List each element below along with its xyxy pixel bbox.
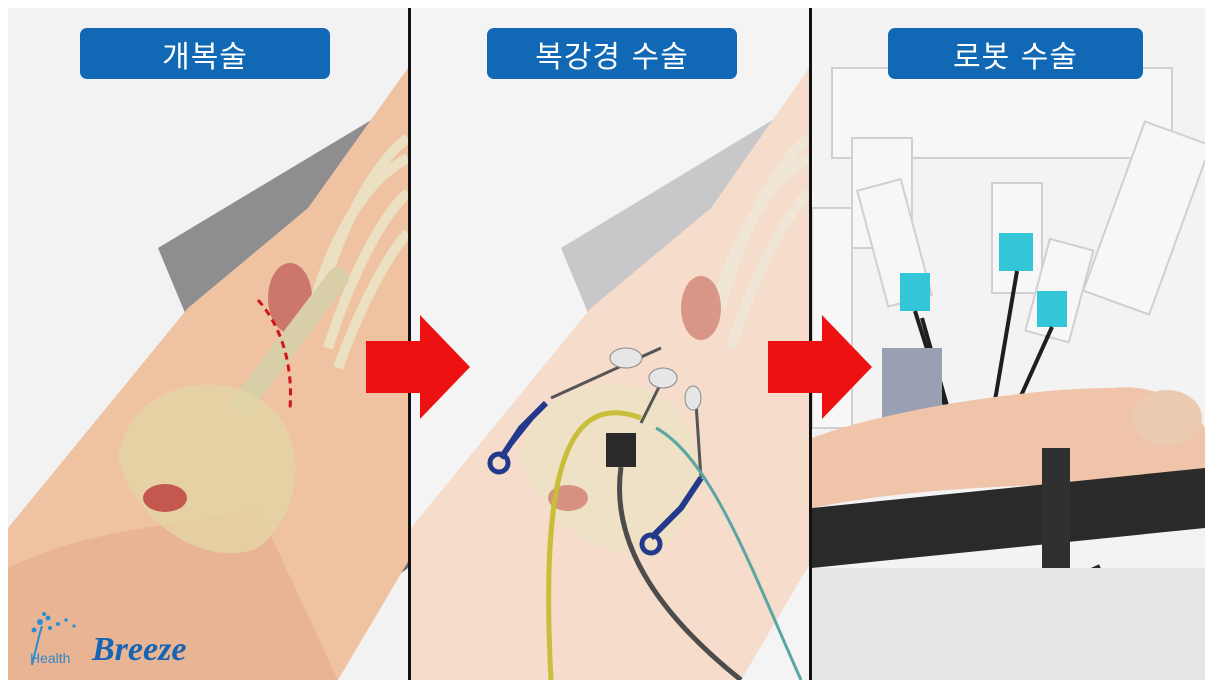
panel-open-surgery: 개복술: [8, 8, 408, 680]
right-arrow-icon: [366, 315, 470, 419]
panel-laparoscopic-surgery: 복강경 수술: [411, 8, 809, 680]
title-open-surgery: 개복술: [80, 28, 330, 79]
logo-prefix: Health: [30, 650, 70, 666]
title-robotic-surgery: 로봇 수술: [888, 28, 1143, 79]
logo-name: Breeze: [92, 631, 186, 669]
title-laparoscopic-surgery: 복강경 수술: [487, 28, 737, 79]
right-arrow-icon: [768, 315, 872, 419]
open-surgery-illustration: [8, 8, 408, 680]
laparoscopic-surgery-illustration: [411, 8, 809, 680]
